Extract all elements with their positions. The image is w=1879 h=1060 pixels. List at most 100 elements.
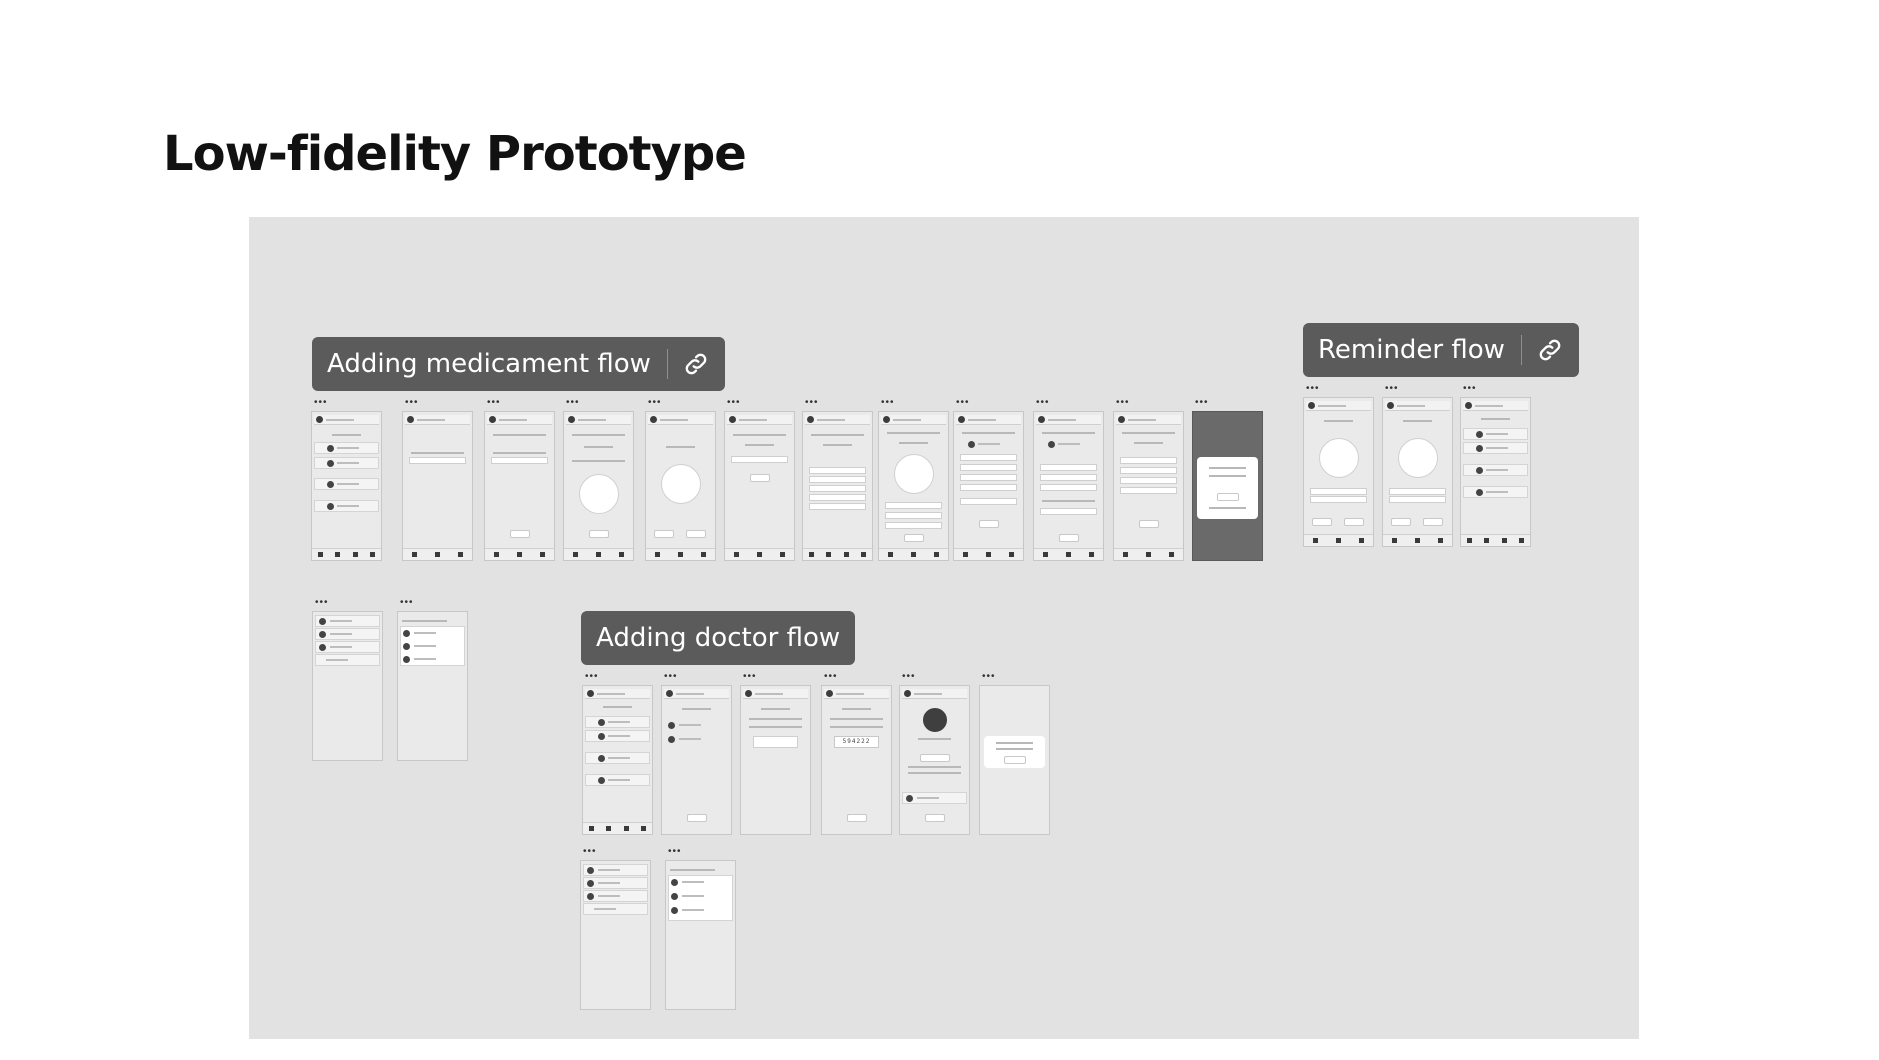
- adding-medicament-flow-label[interactable]: Adding medicament flow: [312, 337, 725, 391]
- wireframe-screen-doctor-success[interactable]: •••: [979, 672, 1050, 835]
- frame-button: [687, 814, 707, 822]
- frame-text: [572, 434, 625, 436]
- wireframe-screen-reminder-eye-drop[interactable]: •••: [1382, 384, 1453, 547]
- link-icon[interactable]: [1536, 336, 1564, 364]
- wireframe-screen-doctor-profile[interactable]: •••: [899, 672, 970, 835]
- wireframe-screen-home-list[interactable]: •••: [311, 398, 382, 561]
- more-icon[interactable]: •••: [824, 671, 838, 682]
- more-icon[interactable]: •••: [1306, 383, 1320, 394]
- wireframe-screen-dosage-form[interactable]: •••: [953, 398, 1024, 561]
- bottom-nav: [725, 548, 794, 560]
- frame-text: [830, 718, 883, 720]
- wireframe-screen-vitamin-photo[interactable]: •••: [563, 398, 634, 561]
- more-icon[interactable]: •••: [1385, 383, 1399, 394]
- take-button: [686, 530, 706, 538]
- frame-button: [1004, 756, 1026, 764]
- more-icon[interactable]: •••: [664, 671, 678, 682]
- more-icon[interactable]: •••: [314, 397, 328, 408]
- more-icon[interactable]: •••: [648, 397, 662, 408]
- more-icon[interactable]: •••: [315, 597, 329, 608]
- list-item: [314, 478, 379, 490]
- frame-text: [899, 442, 928, 444]
- list-item: [1463, 428, 1528, 440]
- wireframe-screen-doctor-home[interactable]: •••: [582, 672, 653, 835]
- wireframe-screen-doctor-code[interactable]: •••: [740, 672, 811, 835]
- wireframe-screen-vitamin-form[interactable]: •••: [724, 398, 795, 561]
- list-item: [1463, 486, 1528, 498]
- list-item: [583, 877, 648, 889]
- frame-text: [749, 726, 802, 728]
- link-icon[interactable]: [682, 350, 710, 378]
- list-item: [585, 716, 650, 728]
- prototype-canvas[interactable]: Adding medicament flow Reminder flow Add…: [249, 217, 1639, 1039]
- list-item: [1463, 442, 1528, 454]
- frame-text: [572, 460, 625, 462]
- wireframe-screen-reminder-list[interactable]: •••: [1460, 384, 1531, 547]
- wireframe-screen-search[interactable]: •••: [402, 398, 473, 561]
- frame-text: [962, 432, 1015, 434]
- frame-header: [487, 415, 552, 425]
- list-item: [668, 905, 733, 917]
- more-icon[interactable]: •••: [982, 671, 996, 682]
- frame-text: [493, 434, 546, 436]
- image-placeholder: [578, 474, 619, 514]
- frame-text: [733, 434, 786, 436]
- list-item: [585, 752, 650, 764]
- wireframe-screen-doctor-code-filled[interactable]: ••• 594222: [821, 672, 892, 835]
- more-icon[interactable]: •••: [566, 397, 580, 408]
- frame-text: [666, 446, 695, 448]
- more-icon[interactable]: •••: [1116, 397, 1130, 408]
- wireframe-screen-profile-list[interactable]: •••: [312, 598, 383, 761]
- bottom-nav: [954, 548, 1023, 560]
- adding-doctor-flow-label[interactable]: Adding doctor flow: [581, 611, 856, 665]
- frame-input: [1040, 474, 1097, 481]
- list-item: [668, 877, 733, 889]
- more-icon[interactable]: •••: [1463, 383, 1477, 394]
- more-icon[interactable]: •••: [1195, 397, 1209, 408]
- more-icon[interactable]: •••: [583, 846, 597, 857]
- wireframe-screen-reminder-vitamin[interactable]: •••: [1303, 384, 1374, 547]
- bottom-nav: [312, 548, 381, 560]
- modal-dialog: [984, 736, 1045, 768]
- frame-button: [1059, 534, 1079, 542]
- frame-button: [589, 530, 609, 538]
- more-icon[interactable]: •••: [405, 397, 419, 408]
- more-icon[interactable]: •••: [881, 397, 895, 408]
- list-item: [1036, 439, 1101, 451]
- frame-text: [682, 708, 711, 710]
- more-icon[interactable]: •••: [400, 597, 414, 608]
- frame-header: [824, 689, 889, 699]
- frame-input: [885, 522, 942, 529]
- more-icon[interactable]: •••: [585, 671, 599, 682]
- list-item: [664, 720, 729, 732]
- frame-text: [402, 620, 447, 622]
- frame-input: [885, 512, 942, 519]
- wireframe-screen-vitamin-skip-take[interactable]: •••: [645, 398, 716, 561]
- more-icon[interactable]: •••: [956, 397, 970, 408]
- wireframe-screen-confirm-form[interactable]: •••: [1113, 398, 1184, 561]
- wireframe-screen-doctor-profile-list[interactable]: •••: [580, 847, 651, 1010]
- more-icon[interactable]: •••: [902, 671, 916, 682]
- wireframe-screen-success-modal[interactable]: •••: [1192, 398, 1263, 561]
- frame-text: [908, 766, 961, 768]
- wireframe-screen-vitamin-schedule[interactable]: •••: [878, 398, 949, 561]
- wireframe-screen-add-medication[interactable]: •••: [484, 398, 555, 561]
- reminder-flow-label[interactable]: Reminder flow: [1303, 323, 1579, 377]
- frame-header: [1116, 415, 1181, 425]
- more-icon[interactable]: •••: [743, 671, 757, 682]
- more-icon[interactable]: •••: [805, 397, 819, 408]
- wireframe-screen-doctor-profile-select[interactable]: •••: [665, 847, 736, 1010]
- frame-text: [1134, 442, 1163, 444]
- wireframe-screen-dosage-details[interactable]: •••: [1033, 398, 1104, 561]
- wireframe-screen-add-doctor[interactable]: •••: [661, 672, 732, 835]
- more-icon[interactable]: •••: [727, 397, 741, 408]
- frame-text: [823, 444, 852, 446]
- more-icon[interactable]: •••: [668, 846, 682, 857]
- frame-input: [409, 457, 466, 464]
- more-icon[interactable]: •••: [1036, 397, 1050, 408]
- more-icon[interactable]: •••: [487, 397, 501, 408]
- list-item: [314, 457, 379, 469]
- wireframe-screen-profile-select[interactable]: •••: [397, 598, 468, 761]
- wireframe-screen-vitamin-options[interactable]: •••: [802, 398, 873, 561]
- bottom-nav: [646, 548, 715, 560]
